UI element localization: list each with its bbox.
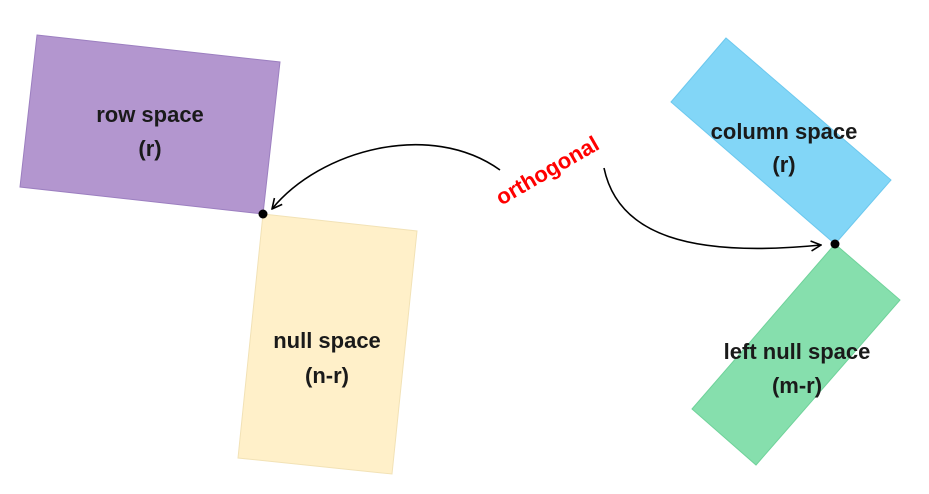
null-space-dimension: (n-r) — [305, 363, 349, 388]
left-null-space-box — [691, 243, 901, 466]
left-orthogonal-arrow — [272, 143, 501, 209]
left-null-space-label: left null space — [724, 339, 871, 364]
column-space-dimension: (r) — [772, 152, 795, 177]
null-space-box — [237, 213, 418, 475]
column-space-label: column space — [711, 119, 858, 144]
row-space-dimension: (r) — [138, 136, 161, 161]
left-null-space-dimension: (m-r) — [772, 373, 822, 398]
right-orthogonal-arrow — [603, 167, 821, 248]
column-leftnull-origin-dot — [830, 239, 840, 249]
row-space-label: row space — [96, 102, 204, 127]
null-space-label: null space — [273, 328, 381, 353]
row-null-origin-dot — [258, 209, 268, 219]
orthogonal-label: orthogonal — [491, 131, 603, 210]
